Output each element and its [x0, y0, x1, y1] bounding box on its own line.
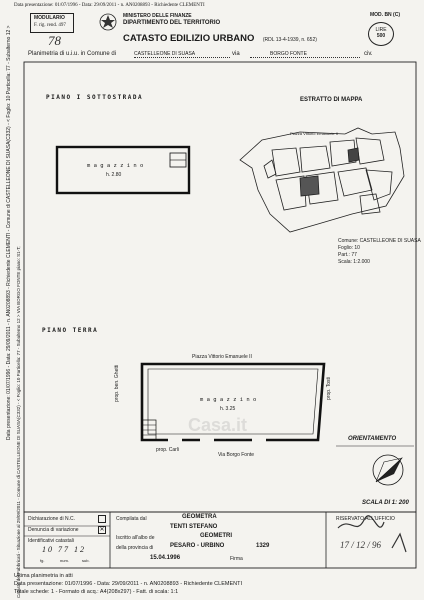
planimetria-via-label: via	[232, 51, 240, 57]
bottom-line1: Ultima planimetria in atti	[14, 573, 73, 579]
estratto-foglio: Foglio: 10	[338, 245, 360, 251]
footer-nome: TENTI STEFANO	[170, 524, 218, 530]
magazzino-large-height: h. 3.25	[220, 406, 236, 412]
ministry-line1: MINISTERO DELLE FINANZE	[123, 13, 192, 19]
catasto-title: CATASTO EDILIZIO URBANO	[123, 33, 255, 44]
floor-terra-label: PIANO TERRA	[42, 327, 99, 334]
magazzino-small-plan	[55, 145, 191, 195]
footer-sub-label: sub.	[82, 558, 90, 563]
footer-denuncia: Denuncia di variazione	[28, 527, 79, 533]
floor-sottostrada-label: PIANO I SOTTOSTRADA	[46, 94, 144, 101]
stamp-top: LIRE	[375, 27, 387, 33]
street-prop-left: prop. ben. Ghetti	[114, 364, 120, 402]
footer-handwritten: 17 / 12 / 96	[340, 540, 382, 550]
footer-iscritto: Iscritto all'albo de	[116, 535, 155, 541]
estratto-title: ESTRATTO DI MAPPA	[300, 97, 363, 103]
planimetria-prefix: Planimetria di u.i.u. in Comune di	[28, 51, 117, 57]
magazzino-small-name: m a g a z z i n o	[87, 163, 144, 169]
watermark: Casa.it	[188, 415, 248, 435]
modulario-box: MODULARIO F. rig. rend. 497	[30, 13, 74, 33]
magazzino-small-height: h. 2.80	[106, 172, 122, 178]
scala-label: SCALA DI 1: 200	[362, 500, 409, 506]
footer-iscritto-val: GEOMETRI	[200, 533, 233, 539]
estratto-scala: Scala: 1:2.000	[338, 259, 370, 265]
street-prop-right: prop. Tosti	[326, 377, 332, 400]
stamp: LIRE 500	[368, 22, 394, 46]
footer-num-label: num.	[60, 558, 69, 563]
footer-provincia-val: PESARO - URBINO	[170, 543, 225, 549]
ministry-line3-wrap: CATASTO EDILIZIO URBANO (RDL 13-4-1939, …	[123, 28, 317, 46]
footer-ident-values: 10 77 12	[42, 545, 86, 554]
footer-riservato: RISERVATO ALL'UFFICIO	[336, 516, 395, 522]
bottom-line3: Totale schede: 1 - Formato di acq.: A4(2…	[14, 589, 179, 595]
magazzino-large-plan	[140, 362, 326, 442]
handwritten-number: 78	[48, 33, 61, 48]
stamp-value: 500	[376, 33, 386, 39]
compass-icon	[372, 454, 404, 486]
street-piazza-top: Piazza Vittorio Emanuele II	[192, 354, 252, 360]
planimetria-via: BORGO FONTE	[250, 51, 360, 58]
planimetria-comune: CASTELLEONE DI SUASA	[134, 51, 230, 58]
street-prop-bottom: prop. Carli	[156, 447, 180, 453]
footer-qualifica: GEOMETRA	[182, 514, 217, 520]
footer-data: 15.04.1996	[150, 555, 181, 561]
street-via-bottom: Via Borgo Fonte	[218, 452, 255, 458]
estratto-comune: Comune: CASTELLEONE DI SUASA	[338, 238, 421, 244]
header-line: Data presentazione: 01/07/1996 - Data: 2…	[14, 3, 205, 8]
footer-firma: Firma	[230, 556, 243, 562]
planimetria-civ-label: civ.	[364, 51, 373, 57]
side-text: Data presentazione: 01/07/1996 - Data: 2…	[6, 25, 12, 440]
magazzino-large-name: m a g a z z i n o	[200, 397, 257, 403]
footer-foglio-label: fg.	[40, 558, 45, 563]
footer-provincia: della provincia di	[116, 545, 154, 551]
modulario-code: F. rig. rend. 497	[34, 23, 66, 28]
model-code: MOD. BN (C)	[370, 12, 400, 18]
footer-dichiarazione: Dichiarazione di N.C.	[28, 516, 75, 522]
footer-numero: 1329	[256, 543, 270, 549]
bottom-line2: Data presentazione: 01/07/1996 - Data: 2…	[14, 581, 242, 587]
estratto-map	[239, 127, 405, 233]
footer-identificativi: Identificativi catastali	[28, 538, 74, 544]
orientamento-label: ORIENTAMENTO	[348, 436, 397, 442]
estratto-map-label: Piazza Vittorio Emanuele II	[290, 131, 338, 136]
estratto-part: Part.: 77	[338, 252, 357, 258]
checkbox-denuncia-checked-icon: ✕	[98, 526, 106, 534]
checkbox-dichiarazione	[98, 515, 106, 523]
catasto-note: (RDL 13-4-1939, n. 652)	[262, 37, 317, 43]
footer-compilata: Compilata dal	[116, 516, 147, 522]
modulario-title: MODULARIO	[34, 15, 65, 21]
ministry-line2: DIPARTIMENTO DEL TERRITORIO	[123, 20, 221, 26]
drawing-frame	[23, 61, 417, 513]
